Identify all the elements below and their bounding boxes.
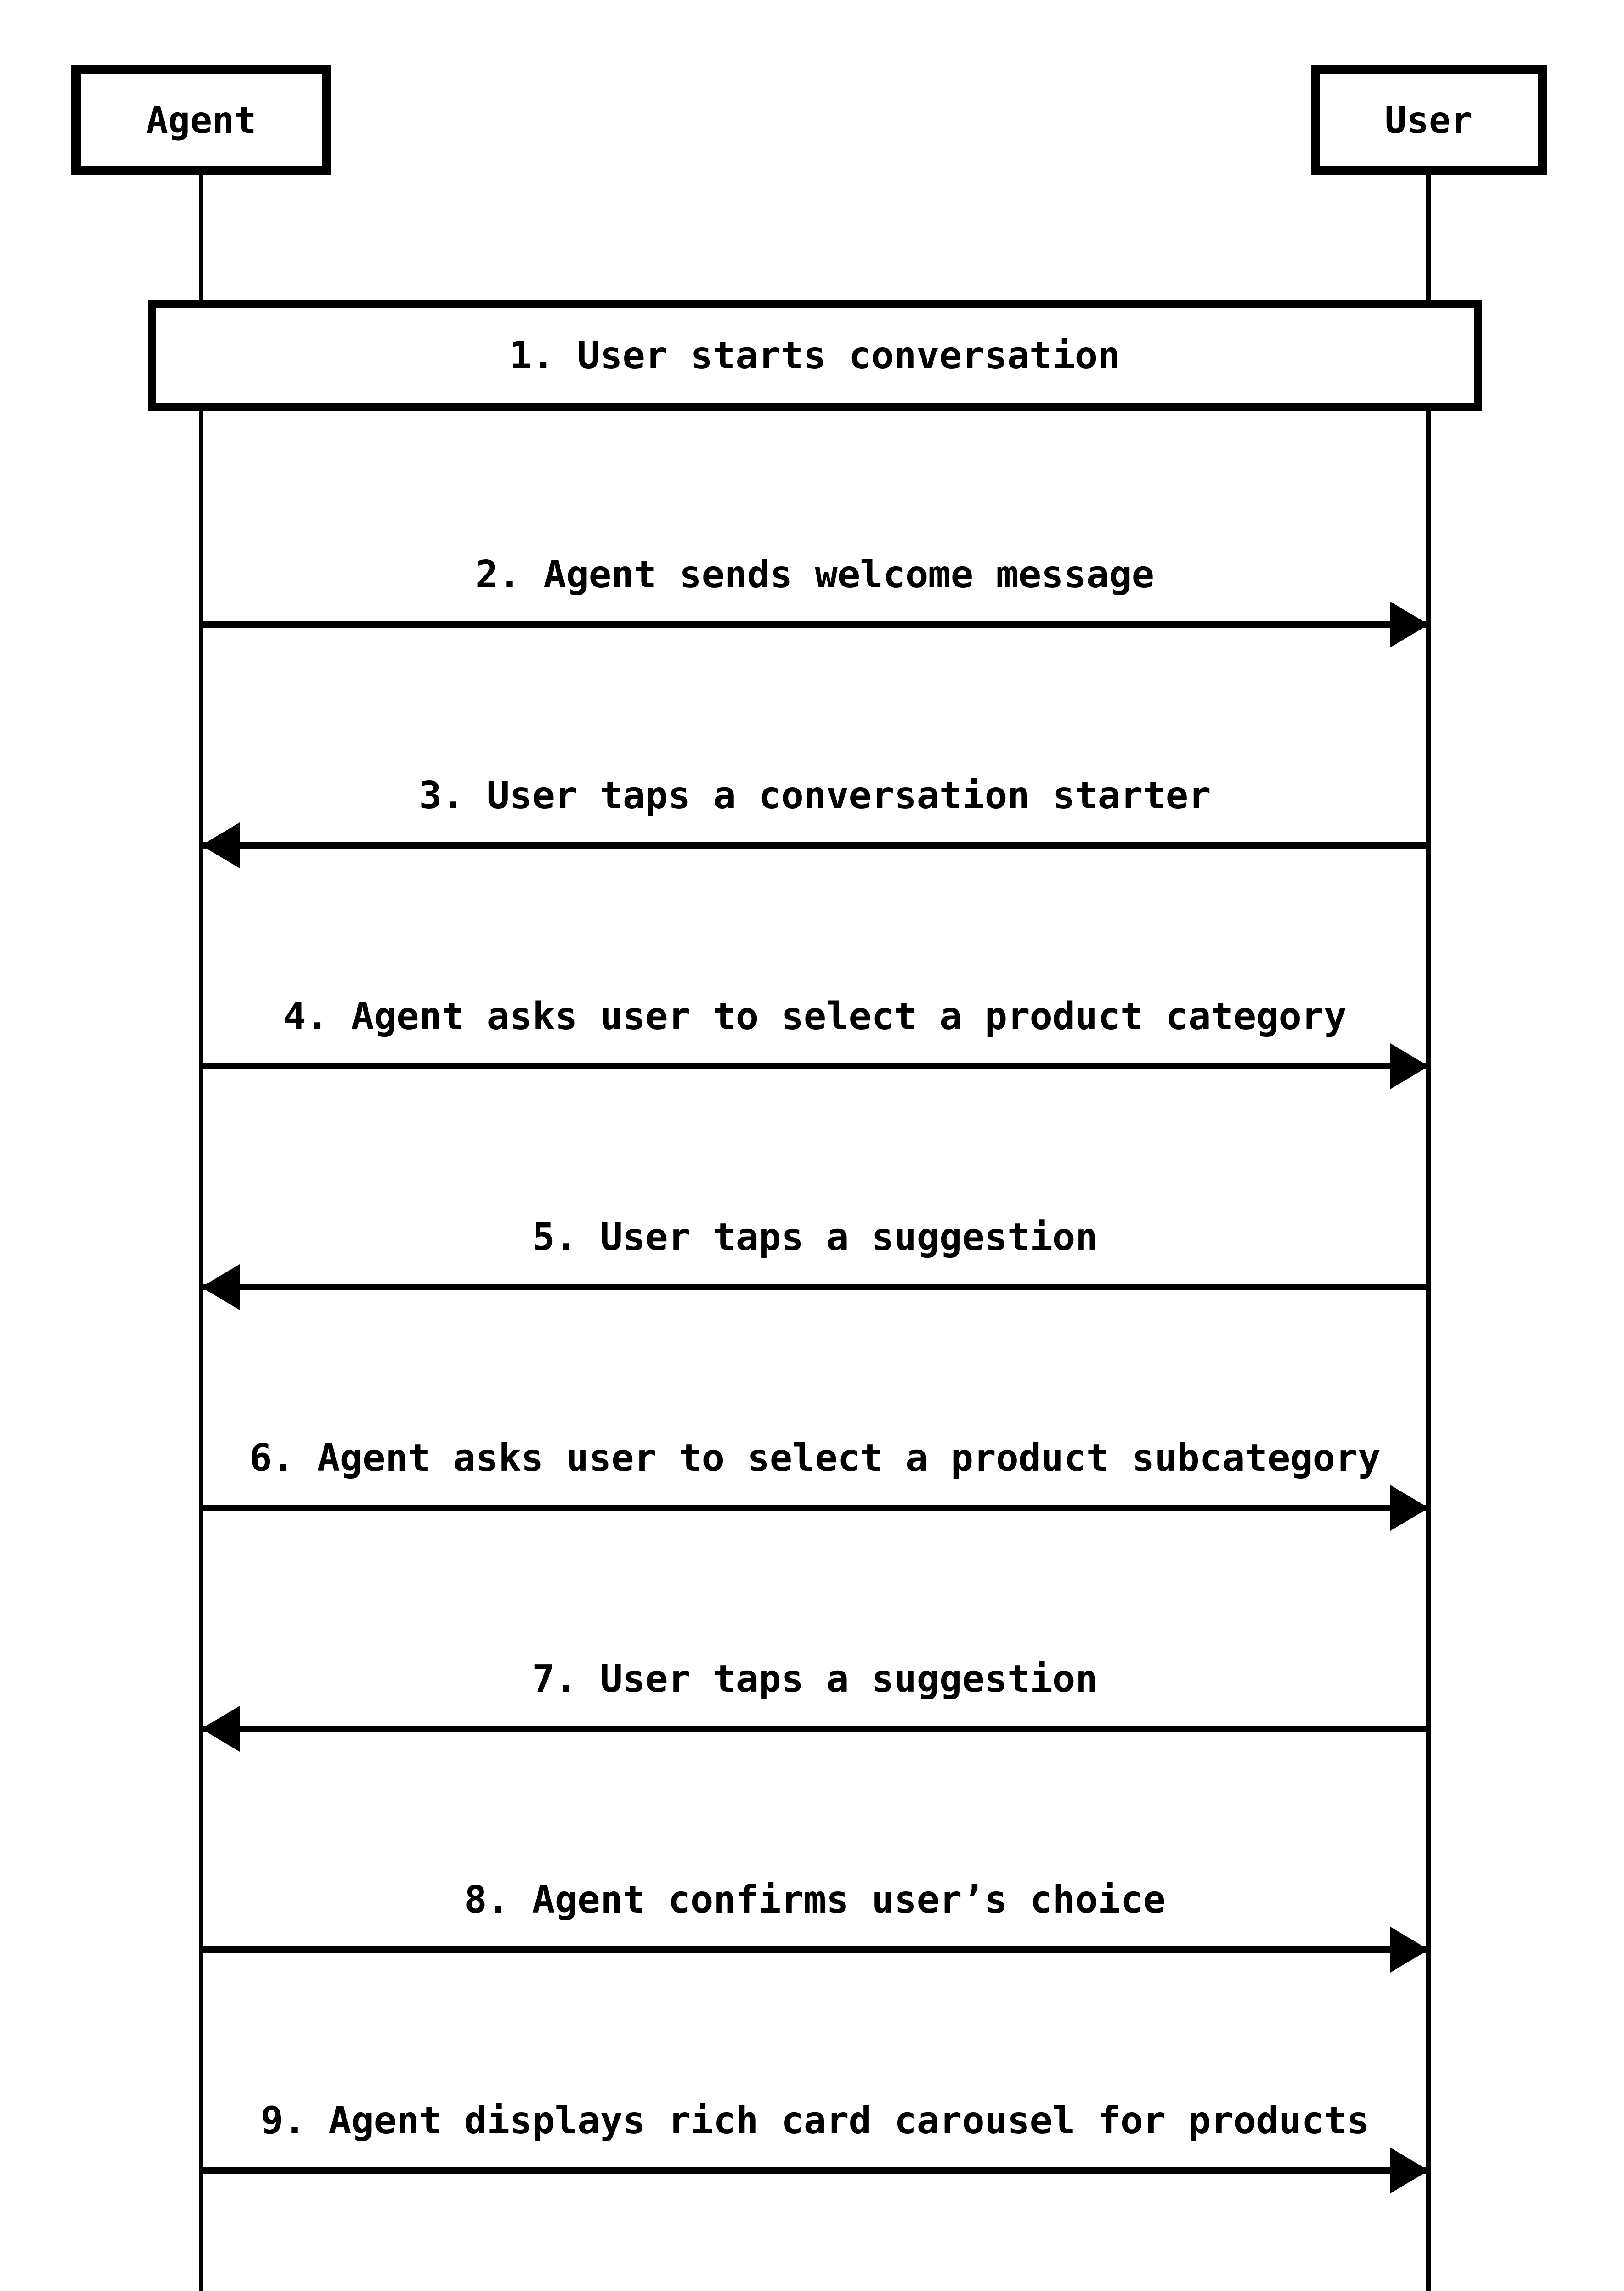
message-arrow-line <box>201 2167 1429 2174</box>
message-label: 5. User taps a suggestion <box>532 1215 1098 1259</box>
arrowhead-right-icon <box>1390 1485 1429 1531</box>
message-arrow-line <box>201 1284 1429 1290</box>
message-label: 7. User taps a suggestion <box>532 1657 1098 1701</box>
message-row: 6. Agent asks user to select a product s… <box>201 1398 1429 1535</box>
message-label: 6. Agent asks user to select a product s… <box>249 1436 1381 1480</box>
message-label: 3. User taps a conversation starter <box>419 773 1211 817</box>
message-row: 10. User selects a product <box>201 2281 1429 2291</box>
user-lifeline <box>1426 175 1431 2291</box>
message-row: 3. User taps a conversation starter <box>201 735 1429 873</box>
message-arrow-line <box>201 1505 1429 1511</box>
participant-label-user: User <box>1384 99 1473 142</box>
arrowhead-right-icon <box>1390 602 1429 647</box>
arrowhead-left-icon <box>201 1706 240 1752</box>
message-row: 8. Agent confirms user’s choice <box>201 1840 1429 1977</box>
message-row: 5. User taps a suggestion <box>201 1177 1429 1315</box>
participant-box-user-top: User <box>1311 65 1547 175</box>
message-arrow-line <box>201 621 1429 628</box>
note-user-starts-conversation: 1. User starts conversation <box>148 300 1482 411</box>
message-row: 7. User taps a suggestion <box>201 1619 1429 1756</box>
participant-box-agent-top: Agent <box>71 65 331 175</box>
message-row: 4. Agent asks user to select a product c… <box>201 956 1429 1094</box>
agent-lifeline <box>199 175 203 2291</box>
message-arrow-line <box>201 1726 1429 1732</box>
participant-label-agent: Agent <box>146 99 257 142</box>
message-arrow-line <box>201 842 1429 849</box>
message-arrow-line <box>201 1063 1429 1069</box>
arrowhead-right-icon <box>1390 1043 1429 1089</box>
arrowhead-right-icon <box>1390 1927 1429 1973</box>
message-row: 2. Agent sends welcome message <box>201 515 1429 652</box>
arrowhead-left-icon <box>201 1264 240 1310</box>
message-label: 2. Agent sends welcome message <box>475 553 1155 597</box>
arrowhead-right-icon <box>1390 2148 1429 2193</box>
note-label: 1. User starts conversation <box>509 334 1120 378</box>
message-label: 9. Agent displays rich card carousel for… <box>260 2099 1370 2143</box>
arrowhead-left-icon <box>201 822 240 868</box>
message-arrow-line <box>201 1946 1429 1953</box>
message-label: 8. Agent confirms user’s choice <box>464 1878 1166 1922</box>
message-label: 4. Agent asks user to select a product c… <box>283 994 1347 1038</box>
message-row: 9. Agent displays rich card carousel for… <box>201 2061 1429 2198</box>
